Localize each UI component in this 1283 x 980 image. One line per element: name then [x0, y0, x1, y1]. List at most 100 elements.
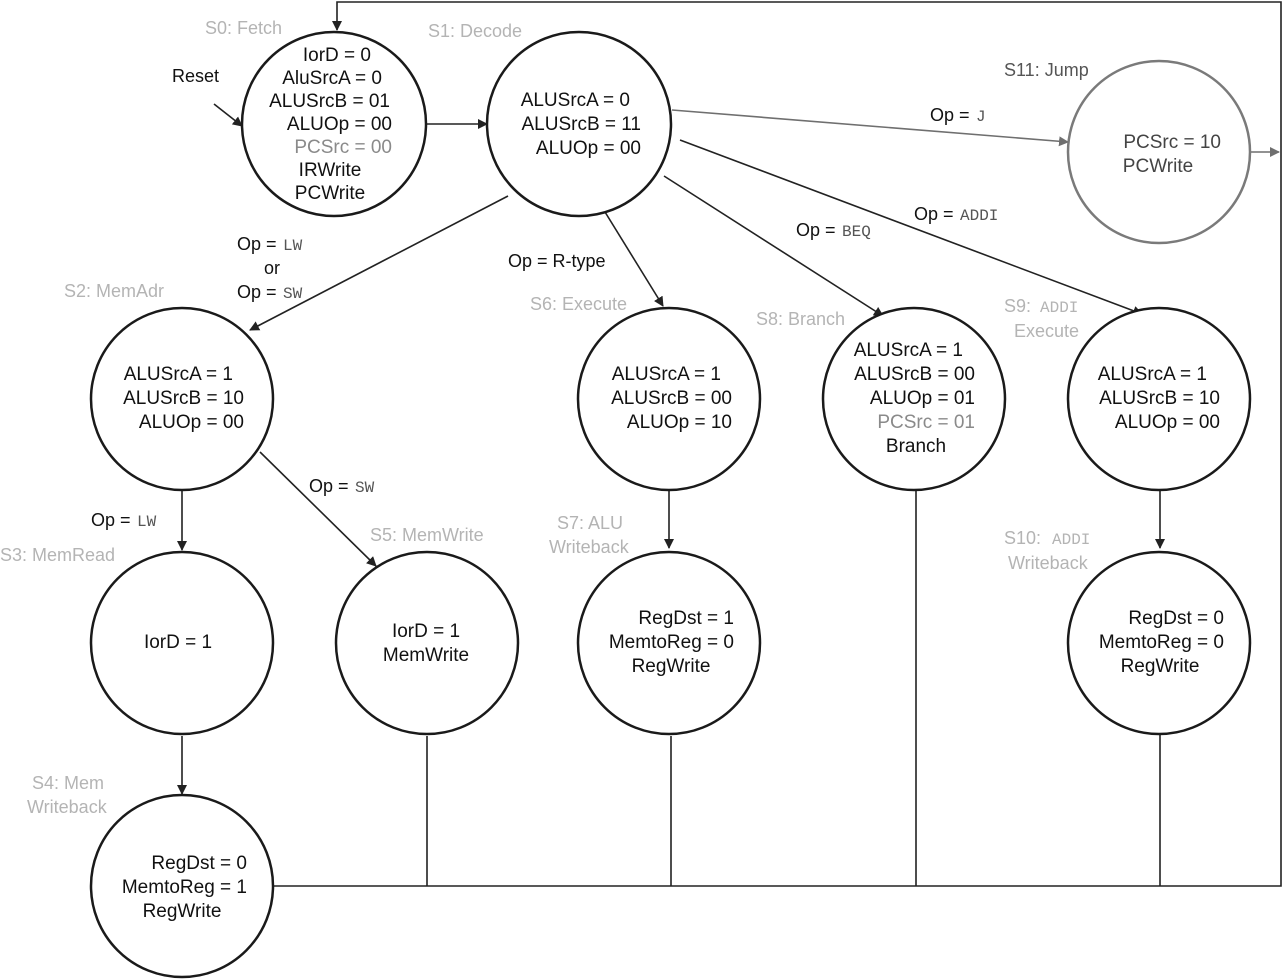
- s0-signal-pcwrite: PCWrite: [295, 183, 365, 204]
- op-beq-code: BEQ: [842, 223, 871, 241]
- s1-to-s2-arrow: [249, 195, 509, 331]
- s3-signal-iord: IorD = 1: [144, 632, 212, 653]
- op-sw-prefix: Op =: [237, 282, 277, 302]
- op-lw2-code: LW: [137, 513, 157, 531]
- s1-signal-aluop: ALUOp = 00: [536, 138, 641, 159]
- state-s7-alu-writeback: S7: ALU Writeback RegDst = 1 MemtoReg = …: [549, 513, 762, 736]
- state-s7-name-line1: S7: ALU: [557, 513, 623, 533]
- op-beq-prefix: Op =: [796, 220, 836, 240]
- op-rtype-label: Op = R-type: [508, 251, 606, 271]
- state-s3-name: S3: MemRead: [0, 545, 115, 565]
- op-sw-code: SW: [283, 285, 303, 303]
- s1-signal-alusrca: ALUSrcA = 0: [521, 90, 630, 111]
- s6-signal-alusrcb: ALUSrcB = 00: [611, 388, 732, 409]
- state-s10-name-prefix: S10:: [1004, 528, 1041, 548]
- s1-to-s6-arrow: [604, 211, 664, 307]
- state-s10-addi-writeback: S10: ADDI Writeback RegDst = 0 MemtoReg …: [1004, 528, 1252, 736]
- op-sw2-prefix: Op =: [309, 476, 349, 496]
- s5-signal-memwrite: MemWrite: [383, 645, 469, 666]
- state-s10-name-line2: Writeback: [1008, 553, 1089, 573]
- transition-op-j: Op = J: [930, 105, 986, 126]
- s9-signal-aluop: ALUOp = 00: [1115, 412, 1220, 433]
- transition-s2-op-sw: Op = SW: [309, 476, 375, 497]
- s10-signal-regdst: RegDst = 0: [1128, 608, 1224, 629]
- s7-signal-regdst: RegDst = 1: [638, 608, 734, 629]
- state-s3-memread: S3: MemRead IorD = 1: [0, 545, 275, 736]
- s7-signal-memtoreg: MemtoReg = 0: [609, 632, 734, 653]
- s9-signal-alusrca: ALUSrcA = 1: [1098, 364, 1207, 385]
- s1-to-s8-arrow: [663, 175, 884, 317]
- state-s0-circle: [240, 30, 428, 218]
- s10-signal-regwrite: RegWrite: [1121, 656, 1200, 677]
- s1-to-s9-arrow: [679, 139, 1143, 316]
- state-s6-name: S6: Execute: [530, 294, 627, 314]
- state-s0-name: S0: Fetch: [205, 18, 282, 38]
- s8-signal-branch: Branch: [886, 436, 946, 457]
- state-s9-name-prefix: S9:: [1004, 296, 1031, 316]
- s1-to-s11-arrow: [671, 109, 1069, 147]
- s6-signal-aluop: ALUOp = 10: [627, 412, 732, 433]
- s0-signal-irwrite: IRWrite: [299, 160, 362, 181]
- state-s9-name-code: ADDI: [1040, 299, 1078, 317]
- reset-arrow: [213, 103, 243, 127]
- s8-signal-aluop: ALUOp = 01: [870, 388, 975, 409]
- s2-signal-aluop: ALUOp = 00: [139, 412, 244, 433]
- reset-label: Reset: [172, 66, 219, 86]
- state-s6-execute: S6: Execute ALUSrcA = 1 ALUSrcB = 00 ALU…: [530, 294, 762, 492]
- op-or-word: or: [264, 258, 280, 278]
- state-s4-name-line2: Writeback: [27, 797, 108, 817]
- state-s10-circle: [1066, 550, 1252, 736]
- state-s5-name: S5: MemWrite: [370, 525, 484, 545]
- state-s0-fetch: S0: Fetch IorD = 0 AluSrcA = 0 ALUSrcB =…: [205, 18, 428, 218]
- transition-s2-op-lw: Op = LW: [91, 510, 157, 531]
- state-s7-circle: [576, 550, 762, 736]
- s8-signal-pcsrc: PCSrc = 01: [877, 412, 975, 433]
- s0-signal-pcsrc: PCSrc = 00: [294, 137, 392, 158]
- state-s1-decode: S1: Decode ALUSrcA = 0 ALUSrcB = 11 ALUO…: [428, 21, 673, 218]
- transition-op-lw-or-sw: Op = LW or Op = SW: [237, 234, 303, 303]
- state-s2-circle: [89, 306, 275, 492]
- state-s11-jump: S11: Jump PCSrc = 10 PCWrite: [1004, 59, 1252, 245]
- s8-signal-alusrcb: ALUSrcB = 00: [854, 364, 975, 385]
- s1-signal-alusrcb: ALUSrcB = 11: [521, 114, 641, 135]
- op-lw2-prefix: Op =: [91, 510, 131, 530]
- s11-signal-pcwrite: PCWrite: [1123, 156, 1193, 177]
- op-j-prefix: Op =: [930, 105, 970, 125]
- s9-signal-alusrcb: ALUSrcB = 10: [1099, 388, 1220, 409]
- op-addi-prefix: Op =: [914, 204, 954, 224]
- state-s8-branch: S8: Branch ALUSrcA = 1 ALUSrcB = 00 ALUO…: [756, 306, 1007, 492]
- state-s11-circle: [1066, 59, 1252, 245]
- state-s2-memadr: S2: MemAdr ALUSrcA = 1 ALUSrcB = 10 ALUO…: [64, 281, 275, 492]
- s4-signal-memtoreg: MemtoReg = 1: [122, 877, 247, 898]
- state-s4-name-line1: S4: Mem: [32, 773, 104, 793]
- op-addi-code: ADDI: [960, 207, 998, 225]
- s5-signal-iord: IorD = 1: [392, 621, 460, 642]
- state-s2-name: S2: MemAdr: [64, 281, 164, 301]
- state-s3-circle: [89, 550, 275, 736]
- state-s9-addi-execute: S9: ADDI Execute ALUSrcA = 1 ALUSrcB = 1…: [1004, 296, 1252, 492]
- op-lw-code: LW: [283, 237, 303, 255]
- state-s6-circle: [576, 306, 762, 492]
- op-j-code: J: [976, 108, 986, 126]
- state-s8-name: S8: Branch: [756, 309, 845, 329]
- s10-signal-memtoreg: MemtoReg = 0: [1099, 632, 1224, 653]
- s6-signal-alusrca: ALUSrcA = 1: [612, 364, 721, 385]
- state-s10-name-code: ADDI: [1052, 531, 1090, 549]
- s0-signal-aluop: ALUOp = 00: [287, 114, 392, 135]
- s4-signal-regdst: RegDst = 0: [151, 853, 247, 874]
- op-lw-prefix: Op =: [237, 234, 277, 254]
- s2-to-s5-arrow: [259, 451, 377, 567]
- s0-signal-alusrcb: ALUSrcB = 01: [269, 91, 390, 112]
- transition-op-beq: Op = BEQ: [796, 220, 871, 241]
- op-sw2-code: SW: [355, 479, 375, 497]
- s0-signal-iord: IorD = 0: [303, 45, 371, 66]
- s8-signal-alusrca: ALUSrcA = 1: [854, 340, 963, 361]
- state-s11-name: S11: Jump: [1004, 60, 1089, 80]
- s11-signal-pcsrc: PCSrc = 10: [1123, 132, 1221, 153]
- state-s9-circle: [1066, 306, 1252, 492]
- state-s9-name-line2: Execute: [1014, 321, 1079, 341]
- s4-signal-regwrite: RegWrite: [143, 901, 222, 922]
- s0-signal-alusrca: AluSrcA = 0: [282, 68, 382, 89]
- state-s1-name: S1: Decode: [428, 21, 522, 41]
